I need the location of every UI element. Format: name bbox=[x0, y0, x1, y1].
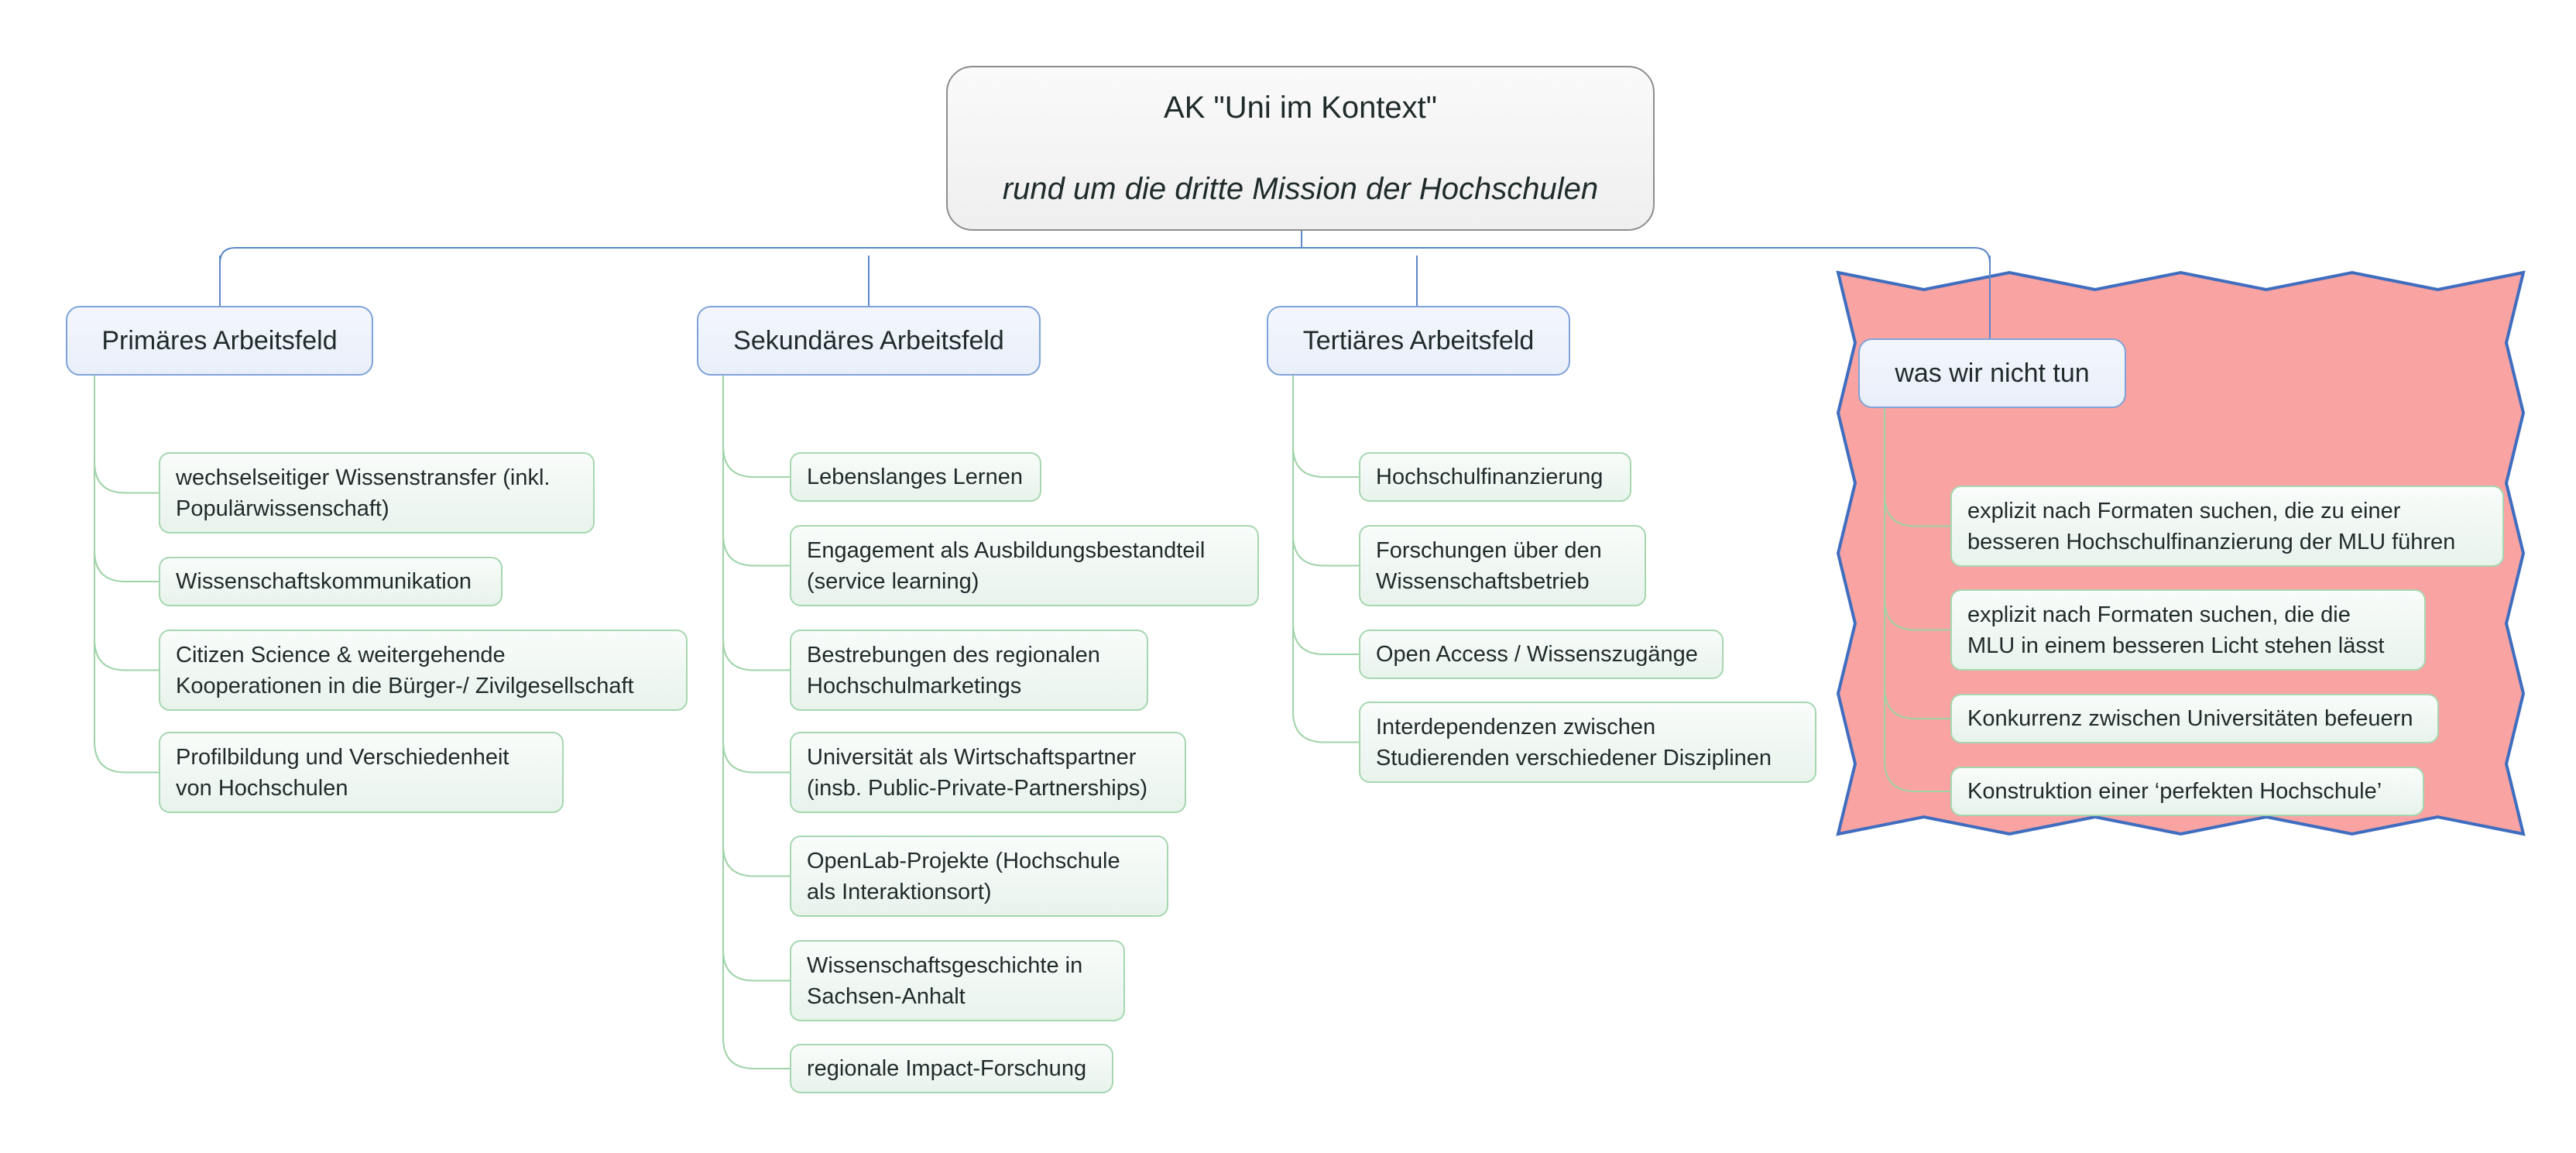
subtopic-label: Bestrebungen des regionalen Hochschulmar… bbox=[807, 642, 1100, 698]
branch-topic-4[interactable]: was wir nicht tun bbox=[1858, 338, 2126, 408]
subtopic[interactable]: explizit nach Formaten suchen, die die M… bbox=[1950, 589, 2426, 671]
subtopic-label: explizit nach Formaten suchen, die zu ei… bbox=[1967, 498, 2456, 554]
subtopic-connector bbox=[1292, 623, 1359, 655]
subtopic[interactable]: Hochschulfinanzierung bbox=[1359, 452, 1631, 502]
subtopic-label: Profilbildung und Verschiedenheit von Ho… bbox=[176, 744, 509, 801]
subtopic[interactable]: Interdependenzen zwischen Studierenden v… bbox=[1359, 702, 1816, 783]
subtopic-label: Open Access / Wissenszugänge bbox=[1376, 642, 1698, 667]
subtopic[interactable]: Bestrebungen des regionalen Hochschulmar… bbox=[790, 630, 1148, 711]
subtopic-connector bbox=[722, 741, 790, 774]
subtopic-label: Citizen Science & weitergehende Kooperat… bbox=[176, 642, 634, 698]
subtopic[interactable]: explizit nach Formaten suchen, die zu ei… bbox=[1950, 486, 2504, 567]
subtopic-connector bbox=[94, 741, 159, 774]
subtopic[interactable]: Konstruktion einer ‘perfekten Hochschule… bbox=[1950, 767, 2424, 816]
subtopic-label: Konkurrenz zwischen Universitäten befeue… bbox=[1967, 706, 2413, 731]
subtopic[interactable]: wechselseitiger Wissenstransfer (inkl. P… bbox=[159, 452, 595, 534]
subtopic[interactable]: OpenLab-Projekte (Hochschule als Interak… bbox=[790, 836, 1168, 917]
subtopic-label: OpenLab-Projekte (Hochschule als Interak… bbox=[807, 848, 1120, 904]
branch-topic-2[interactable]: Sekundäres Arbeitsfeld bbox=[697, 306, 1041, 376]
subtopic[interactable]: Profilbildung und Verschiedenheit von Ho… bbox=[159, 732, 564, 813]
subtopic-connector bbox=[94, 639, 159, 671]
branch-topic-label: Primäres Arbeitsfeld bbox=[101, 325, 338, 355]
subtopic-connector bbox=[1292, 711, 1359, 743]
subtopic[interactable]: Engagement als Ausbildungsbestandteil (s… bbox=[790, 525, 1259, 606]
subtopic[interactable]: Open Access / Wissenszugänge bbox=[1359, 630, 1724, 679]
subtopic-label: regionale Impact-Forschung bbox=[807, 1056, 1087, 1081]
branch-topic-label: was wir nicht tun bbox=[1895, 358, 2090, 388]
subtopic-connector bbox=[94, 462, 159, 494]
subtopic-connector bbox=[722, 639, 790, 671]
subtopic[interactable]: regionale Impact-Forschung bbox=[790, 1044, 1113, 1093]
subtopic-label: Hochschulfinanzierung bbox=[1376, 465, 1604, 489]
branch-topic-label: Sekundäres Arbeitsfeld bbox=[733, 325, 1004, 355]
subtopic-connector bbox=[722, 949, 790, 982]
central-topic[interactable]: AK "Uni im Kontext" rund um die dritte M… bbox=[946, 66, 1655, 231]
subtopic[interactable]: Wissenschaftskommunikation bbox=[159, 557, 503, 606]
subtopic-connector bbox=[722, 845, 790, 877]
subtopic-connector bbox=[722, 534, 790, 567]
subtopic[interactable]: Konkurrenz zwischen Universitäten befeue… bbox=[1950, 694, 2439, 743]
subtopic-connector bbox=[722, 445, 790, 478]
subtopic-label: wechselseitiger Wissenstransfer (inkl. P… bbox=[176, 465, 551, 521]
subtopic-connector bbox=[722, 1037, 790, 1069]
subtopic-label: Forschungen über den Wissenschaftsbetrie… bbox=[1376, 537, 1602, 594]
branch-topic-1[interactable]: Primäres Arbeitsfeld bbox=[66, 306, 373, 376]
subtopic-connector bbox=[94, 550, 159, 582]
branch-topic-3[interactable]: Tertiäres Arbeitsfeld bbox=[1267, 306, 1570, 376]
subtopic-label: Wissenschaftsgeschichte in Sachsen-Anhal… bbox=[807, 952, 1083, 1009]
subtopic[interactable]: Wissenschaftsgeschichte in Sachsen-Anhal… bbox=[790, 940, 1125, 1021]
subtopic-label: Universität als Wirtschaftspartner (insb… bbox=[807, 744, 1147, 801]
subtopic[interactable]: Universität als Wirtschaftspartner (insb… bbox=[790, 732, 1186, 813]
subtopic-connector bbox=[1292, 534, 1359, 567]
subtopic-label: Lebenslanges Lernen bbox=[807, 465, 1023, 489]
subtopic-label: Konstruktion einer ‘perfekten Hochschule… bbox=[1967, 779, 2382, 804]
subtopic-connector bbox=[1884, 760, 1950, 792]
central-topic-subtitle: rund um die dritte Mission der Hochschul… bbox=[1002, 171, 1599, 206]
subtopic[interactable]: Citizen Science & weitergehende Kooperat… bbox=[159, 630, 688, 711]
central-topic-title: AK "Uni im Kontext" bbox=[1164, 90, 1437, 125]
branch-connector-bus bbox=[219, 247, 1991, 264]
subtopic[interactable]: Forschungen über den Wissenschaftsbetrie… bbox=[1359, 525, 1646, 606]
subtopic-label: Wissenschaftskommunikation bbox=[176, 569, 472, 594]
subtopic-label: Engagement als Ausbildungsbestandteil (s… bbox=[807, 537, 1206, 594]
subtopic-label: Interdependenzen zwischen Studierenden v… bbox=[1376, 714, 1772, 770]
subtopic[interactable]: Lebenslanges Lernen bbox=[790, 452, 1041, 502]
subtopic-label: explizit nach Formaten suchen, die die M… bbox=[1967, 602, 2385, 658]
subtopic-connector bbox=[1292, 445, 1359, 478]
branch-topic-label: Tertiäres Arbeitsfeld bbox=[1302, 325, 1535, 355]
